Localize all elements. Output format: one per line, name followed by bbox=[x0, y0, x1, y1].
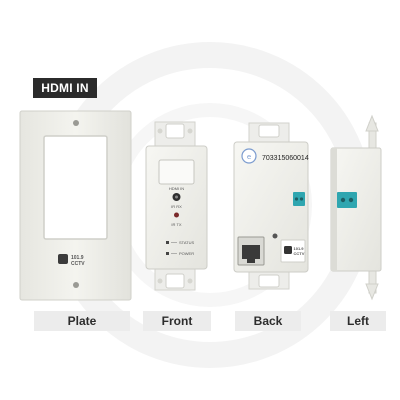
plate-screw-top bbox=[73, 120, 79, 126]
left-view bbox=[330, 114, 382, 301]
plate-logo: 101.9 CCTV bbox=[58, 254, 85, 267]
label-plate: Plate bbox=[34, 311, 130, 331]
svg-text:101.9: 101.9 bbox=[71, 255, 84, 261]
power-led bbox=[166, 252, 169, 255]
svg-text:IR RX: IR RX bbox=[171, 204, 182, 209]
label-left: Left bbox=[330, 311, 386, 331]
ir-tx-sensor bbox=[174, 212, 179, 218]
hdmi-port-cover bbox=[158, 159, 195, 185]
svg-text:CCTV: CCTV bbox=[294, 251, 305, 256]
svg-text:CCTV: CCTV bbox=[71, 261, 85, 267]
back-view: e 703315060014 101.9 CCTV bbox=[233, 122, 309, 290]
svg-text:STATUS: STATUS bbox=[179, 240, 195, 245]
back-terminal-block bbox=[293, 192, 305, 206]
plate-opening bbox=[43, 135, 108, 240]
svg-text:e: e bbox=[247, 153, 251, 161]
svg-text:HDMI IN: HDMI IN bbox=[169, 186, 184, 191]
svg-text:POWER: POWER bbox=[179, 251, 194, 256]
left-terminal-block bbox=[337, 192, 357, 208]
serial-number: 703315060014 bbox=[262, 155, 309, 162]
plate-screw-bottom bbox=[73, 282, 79, 288]
back-logo-icon bbox=[241, 148, 257, 164]
status-led bbox=[166, 241, 169, 244]
label-front: Front bbox=[143, 311, 211, 331]
svg-text:IR TX: IR TX bbox=[171, 222, 181, 227]
label-back: Back bbox=[235, 311, 301, 331]
left-body bbox=[330, 147, 382, 272]
plate-view: 101.9 CCTV bbox=[19, 110, 132, 301]
front-view: HDMI IN IR RX IR TX STATUS POWER bbox=[145, 121, 208, 291]
back-logo-sticker bbox=[280, 239, 306, 263]
svg-text:101.9: 101.9 bbox=[294, 246, 305, 251]
hdmi-in-badge: HDMI IN bbox=[33, 78, 97, 98]
